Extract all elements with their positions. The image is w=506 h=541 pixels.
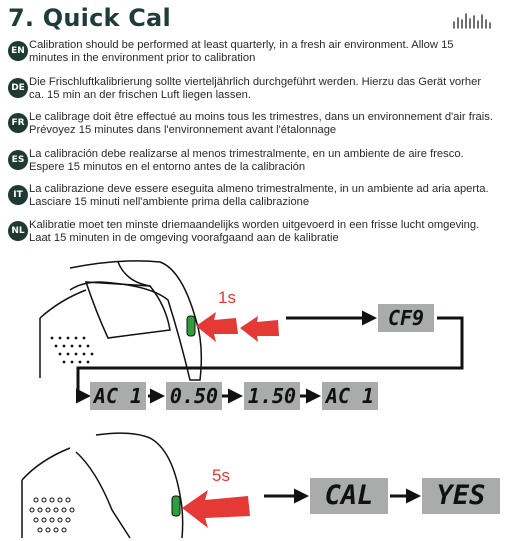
lang-row-it: IT La calibrazione deve essere eseguita … — [8, 183, 498, 211]
lang-badge-es: ES — [8, 150, 28, 170]
lcd-display-cf9: CF9 — [378, 304, 434, 332]
device-illustration-bottom — [21, 432, 184, 539]
lang-badge-fr: FR — [8, 113, 28, 133]
press-duration-label-1: 1s — [218, 288, 236, 307]
lang-row-fr: FR Le calibrage doit être effectué au mo… — [8, 111, 498, 139]
lang-text-en: Calibration should be performed at least… — [29, 39, 454, 64]
lang-row-de: DE Die Frischluftkalibrierung sollte vie… — [8, 76, 498, 104]
lang-row-es: ES La calibración debe realizarse al men… — [8, 148, 498, 176]
lang-row-en: EN Calibration should be performed at le… — [8, 39, 498, 67]
page-title: 7. Quick Cal — [8, 4, 171, 32]
lang-text-fr: Le calibrage doit être effectué au moins… — [29, 111, 493, 136]
device-button-bottom — [171, 495, 181, 517]
lang-text-it: La calibrazione deve essere eseguita alm… — [29, 183, 489, 208]
lcd-display-seq-1: AC 1 — [90, 382, 146, 410]
device-button-top — [186, 315, 196, 337]
lang-row-nl: NL Kalibratie moet ten minste driemaande… — [8, 219, 498, 247]
press-arrow-top — [196, 312, 279, 342]
lcd-display-seq-4: AC 1 — [322, 382, 378, 410]
lcd-display-seq-2: 0.50 — [166, 382, 222, 410]
press-duration-label-2: 5s — [212, 466, 230, 485]
lcd-display-cal: CAL — [310, 478, 388, 514]
lang-badge-de: DE — [8, 78, 28, 98]
press-arrow-bottom — [182, 490, 250, 528]
lang-text-es: La calibración debe realizarse al menos … — [29, 148, 464, 173]
lang-text-de: Die Frischluftkalibrierung sollte vierte… — [29, 76, 482, 101]
lang-badge-nl: NL — [8, 221, 28, 241]
lcd-display-yes: YES — [422, 478, 500, 514]
lang-badge-it: IT — [8, 185, 28, 205]
lang-badge-en: EN — [8, 41, 28, 61]
brand-logo-icon — [453, 13, 491, 29]
device-illustration-top — [39, 260, 203, 381]
flow-connector-loop — [76, 316, 464, 404]
lcd-display-seq-3: 1.50 — [244, 382, 300, 410]
lang-text-nl: Kalibratie moet ten minste driemaandelij… — [29, 219, 480, 244]
